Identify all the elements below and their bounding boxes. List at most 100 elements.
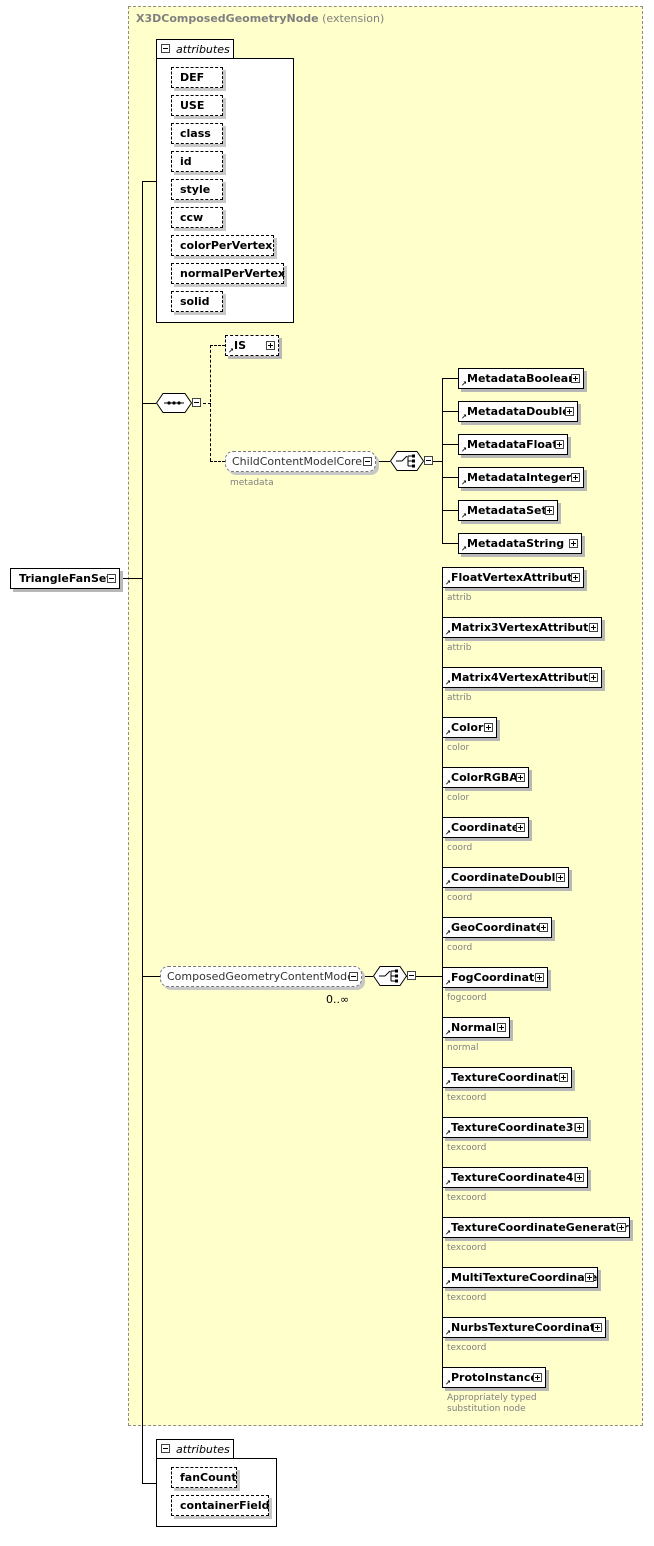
attribute-label: style bbox=[180, 183, 211, 196]
element-sublabel: color bbox=[447, 793, 470, 803]
attribute-class[interactable]: class bbox=[171, 123, 223, 144]
group-label: ChildContentModelCore bbox=[232, 455, 362, 468]
expand-icon[interactable] bbox=[533, 1373, 542, 1382]
element-fogcoordinate[interactable]: ↗FogCoordinate bbox=[442, 967, 548, 988]
element-metadataboolean[interactable]: ↗MetadataBoolean bbox=[458, 368, 584, 389]
collapse-icon[interactable] bbox=[161, 1444, 170, 1453]
element-label: ProtoInstance bbox=[451, 1371, 538, 1384]
expand-icon[interactable] bbox=[484, 723, 493, 732]
expand-icon[interactable] bbox=[593, 1323, 602, 1332]
element-is[interactable]: ↗ IS bbox=[225, 335, 279, 356]
attribute-label: DEF bbox=[180, 71, 205, 84]
element-floatvertexattribute[interactable]: ↗FloatVertexAttribute bbox=[442, 567, 584, 588]
expand-icon[interactable] bbox=[571, 374, 580, 383]
element-sublabel: attrib bbox=[447, 593, 472, 603]
reference-arrow-icon: ↗ bbox=[445, 629, 451, 637]
group-label: ComposedGeometryContentModel bbox=[167, 970, 357, 983]
attributes-header-bottom[interactable]: attributes bbox=[156, 1439, 234, 1459]
element-label: TextureCoordinate3D bbox=[451, 1121, 583, 1134]
element-label: MetadataSet bbox=[467, 504, 547, 517]
element-texturecoordinate[interactable]: ↗TextureCoordinate bbox=[442, 1067, 572, 1088]
branch-line bbox=[442, 444, 458, 445]
element-metadataset[interactable]: ↗MetadataSet bbox=[458, 500, 558, 521]
attribute-containerfield[interactable]: containerField bbox=[171, 1495, 269, 1516]
branch-line bbox=[442, 378, 458, 379]
reference-arrow-icon: ↗ bbox=[445, 1079, 451, 1087]
collapse-icon[interactable] bbox=[363, 457, 372, 466]
attributes-header-top[interactable]: attributes bbox=[156, 39, 234, 59]
reference-arrow-icon: ↗ bbox=[445, 879, 451, 887]
expand-icon[interactable] bbox=[545, 506, 554, 515]
expand-icon[interactable] bbox=[556, 873, 565, 882]
element-label: MetadataFloat bbox=[467, 438, 558, 451]
element-normal[interactable]: ↗Normal bbox=[442, 1017, 510, 1038]
expand-icon[interactable] bbox=[575, 1173, 584, 1182]
expand-icon[interactable] bbox=[516, 773, 525, 782]
element-multitexturecoordinate[interactable]: ↗MultiTextureCoordinate bbox=[442, 1267, 598, 1288]
element-color[interactable]: ↗Color bbox=[442, 717, 497, 738]
element-sublabel: fogcoord bbox=[447, 993, 487, 1003]
expand-icon[interactable] bbox=[539, 923, 548, 932]
element-protoinstance[interactable]: ↗ProtoInstance bbox=[442, 1367, 546, 1388]
element-label: MetadataBoolean bbox=[467, 372, 577, 385]
group-composedgeometrycontentmodel[interactable]: ComposedGeometryContentModel bbox=[160, 966, 362, 987]
expand-icon[interactable] bbox=[575, 1123, 584, 1132]
expand-icon[interactable] bbox=[516, 823, 525, 832]
element-metadatastring[interactable]: ↗MetadataString bbox=[458, 533, 582, 554]
attribute-solid[interactable]: solid bbox=[171, 291, 223, 312]
element-texturecoordinate4d[interactable]: ↗TextureCoordinate4D bbox=[442, 1167, 588, 1188]
reference-arrow-icon: ↗ bbox=[445, 579, 451, 587]
attribute-ccw[interactable]: ccw bbox=[171, 207, 223, 228]
attribute-id[interactable]: id bbox=[171, 151, 223, 172]
expand-icon[interactable] bbox=[555, 440, 564, 449]
element-sublabel: color bbox=[447, 743, 470, 753]
attribute-label: fanCount bbox=[180, 1471, 237, 1484]
expand-icon[interactable] bbox=[497, 1023, 506, 1032]
element-coordinate[interactable]: ↗Coordinate bbox=[442, 817, 529, 838]
collapse-icon[interactable] bbox=[107, 574, 116, 583]
expand-icon[interactable] bbox=[565, 407, 574, 416]
group-childcontentmodelcore[interactable]: ChildContentModelCore bbox=[225, 451, 376, 472]
expand-icon[interactable] bbox=[266, 341, 275, 350]
expand-icon[interactable] bbox=[571, 573, 580, 582]
attribute-fancount[interactable]: fanCount bbox=[171, 1467, 237, 1488]
element-texturecoordinate3d[interactable]: ↗TextureCoordinate3D bbox=[442, 1117, 588, 1138]
attribute-label: containerField bbox=[180, 1499, 270, 1512]
attribute-style[interactable]: style bbox=[171, 179, 223, 200]
reference-arrow-icon: ↗ bbox=[445, 829, 451, 837]
collapse-icon[interactable] bbox=[161, 44, 170, 53]
element-metadatafloat[interactable]: ↗MetadataFloat bbox=[458, 434, 568, 455]
attribute-normalpervertex[interactable]: normalPerVertex bbox=[171, 263, 285, 284]
collapse-icon[interactable] bbox=[424, 456, 433, 465]
element-sublabel: normal bbox=[447, 1043, 479, 1053]
collapse-icon[interactable] bbox=[407, 971, 416, 980]
expand-icon[interactable] bbox=[571, 473, 580, 482]
collapse-icon[interactable] bbox=[192, 398, 201, 407]
element-metadatadouble[interactable]: ↗MetadataDouble bbox=[458, 401, 578, 422]
element-matrix3vertexattribute[interactable]: ↗Matrix3VertexAttribute bbox=[442, 617, 602, 638]
root-element-trianglefanset[interactable]: TriangleFanSet bbox=[10, 568, 120, 589]
attribute-use[interactable]: USE bbox=[171, 95, 223, 116]
element-texturecoordinategenerator[interactable]: ↗TextureCoordinateGenerator bbox=[442, 1217, 630, 1238]
element-nurbstexturecoordinate[interactable]: ↗NurbsTextureCoordinate bbox=[442, 1317, 606, 1338]
element-metadatainteger[interactable]: ↗MetadataInteger bbox=[458, 467, 584, 488]
element-colorrgba[interactable]: ↗ColorRGBA bbox=[442, 767, 529, 788]
attribute-label: solid bbox=[180, 295, 210, 308]
expand-icon[interactable] bbox=[559, 1073, 568, 1082]
expand-icon[interactable] bbox=[589, 623, 598, 632]
element-coordinatedouble[interactable]: ↗CoordinateDouble bbox=[442, 867, 569, 888]
expand-icon[interactable] bbox=[617, 1223, 626, 1232]
expand-icon[interactable] bbox=[569, 539, 578, 548]
attribute-def[interactable]: DEF bbox=[171, 67, 223, 88]
expand-icon[interactable] bbox=[589, 673, 598, 682]
expand-icon[interactable] bbox=[585, 1273, 594, 1282]
choice-compositor-composed[interactable] bbox=[372, 966, 408, 986]
collapse-icon[interactable] bbox=[349, 972, 358, 981]
element-geocoordinate[interactable]: ↗GeoCoordinate bbox=[442, 917, 552, 938]
sequence-compositor[interactable] bbox=[155, 393, 193, 413]
attribute-colorpervertex[interactable]: colorPerVertex bbox=[171, 235, 274, 256]
expand-icon[interactable] bbox=[535, 973, 544, 982]
element-matrix4vertexattribute[interactable]: ↗Matrix4VertexAttribute bbox=[442, 667, 602, 688]
choice-compositor-metadata[interactable] bbox=[389, 451, 425, 471]
element-label: FloatVertexAttribute bbox=[451, 571, 580, 584]
